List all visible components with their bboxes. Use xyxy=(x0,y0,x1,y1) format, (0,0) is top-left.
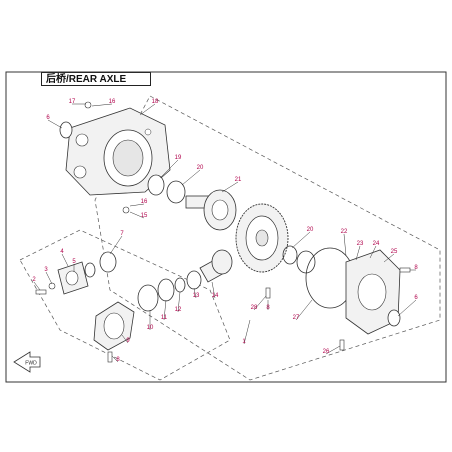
shim-part-20b xyxy=(282,245,298,265)
callout-label: 20 xyxy=(307,227,314,233)
bolt-part-2 xyxy=(35,289,47,295)
fwd-label: FWD xyxy=(25,361,37,367)
flange-part-21 xyxy=(185,189,237,231)
breather-part-17 xyxy=(84,101,92,109)
callout-label: 18 xyxy=(152,99,159,105)
leader-line xyxy=(129,203,145,207)
leader-line xyxy=(111,355,119,363)
callout-label: 15 xyxy=(141,213,148,219)
callout-label: 25 xyxy=(391,249,398,255)
ring-gear-part xyxy=(235,203,289,273)
leader-line xyxy=(61,253,69,267)
seal-part-6c xyxy=(387,309,401,327)
callout-label: 8 xyxy=(266,305,270,311)
leader-line xyxy=(243,319,251,345)
ring-part-12 xyxy=(174,277,186,293)
callout-label: 26 xyxy=(323,349,330,355)
callout-label: 16 xyxy=(109,99,116,105)
pinion-part-14 xyxy=(199,249,233,283)
callout-label: 28 xyxy=(251,305,258,311)
washer-part-3 xyxy=(48,282,56,290)
outer-frame xyxy=(5,71,447,383)
ring-part-10 xyxy=(137,284,159,312)
ring-part-11 xyxy=(157,278,175,302)
leader-line xyxy=(355,245,361,261)
callout-label: 11 xyxy=(161,315,168,321)
callout-label: 20 xyxy=(197,165,204,171)
callout-label: 3 xyxy=(44,267,48,273)
callout-label: 19 xyxy=(175,155,182,161)
callout-label: 14 xyxy=(212,293,219,299)
group-outline-main xyxy=(94,95,441,381)
bearing-part-7 xyxy=(99,251,117,273)
leader-line xyxy=(221,181,239,193)
callout-label: 24 xyxy=(373,241,380,247)
callout-label: 1 xyxy=(242,339,246,345)
leader-line xyxy=(163,299,167,321)
shim-part-20a xyxy=(166,180,186,204)
leader-line xyxy=(91,103,113,107)
housing-part xyxy=(65,107,171,196)
leader-line xyxy=(397,299,417,317)
callout-label: 6 xyxy=(414,295,418,301)
bolt-part-26 xyxy=(339,339,345,351)
callout-label: 13 xyxy=(193,293,200,299)
callout-label: 2 xyxy=(32,277,36,283)
leader-line xyxy=(193,287,197,299)
callout-label: 16 xyxy=(141,199,148,205)
leader-line xyxy=(253,295,267,311)
leader-line xyxy=(181,169,201,186)
leader-line xyxy=(121,334,129,344)
callout-label: 22 xyxy=(341,229,348,235)
leader-line xyxy=(211,281,216,299)
bolt-part-28 xyxy=(265,287,271,299)
callout-label: 5 xyxy=(72,259,76,265)
seal-part-19 xyxy=(147,174,165,196)
callout-label: 8 xyxy=(116,357,120,363)
group-outline-left xyxy=(19,229,231,381)
callout-label: 12 xyxy=(175,307,182,313)
callout-label: 8 xyxy=(414,265,418,271)
callout-label: 23 xyxy=(357,241,364,247)
leader-line xyxy=(343,233,347,257)
leader-line xyxy=(325,345,341,355)
leader-line xyxy=(33,281,41,291)
plug-part-15 xyxy=(122,206,130,214)
bearing-part-13 xyxy=(186,270,202,290)
leader-line xyxy=(109,235,123,255)
callout-label: 6 xyxy=(46,115,50,121)
leader-line xyxy=(47,119,63,129)
leader-line xyxy=(45,271,53,285)
seal-part-19b xyxy=(296,250,316,274)
leader-line xyxy=(383,253,395,263)
bolt-part-8b xyxy=(399,267,411,273)
fwd-arrow-icon: FWD xyxy=(13,351,41,373)
leader-line xyxy=(139,103,156,116)
bolt-part-8a xyxy=(107,351,113,363)
seal-part-6b xyxy=(84,262,96,278)
flange-part-5 xyxy=(57,261,89,295)
seal-part-6a xyxy=(59,121,73,139)
leader-line xyxy=(295,299,313,321)
callout-label: 17 xyxy=(69,99,76,105)
leader-line xyxy=(291,231,311,249)
leader-line xyxy=(177,291,181,313)
callout-label: 9 xyxy=(126,338,130,344)
callout-label: 21 xyxy=(235,177,242,183)
leader-line xyxy=(129,211,145,219)
callout-label: 27 xyxy=(293,315,300,321)
callout-label: 4 xyxy=(60,249,64,255)
leader-line xyxy=(369,245,377,259)
callout-label: 10 xyxy=(147,325,154,331)
leader-line xyxy=(159,159,179,179)
callout-label: 7 xyxy=(120,231,124,237)
